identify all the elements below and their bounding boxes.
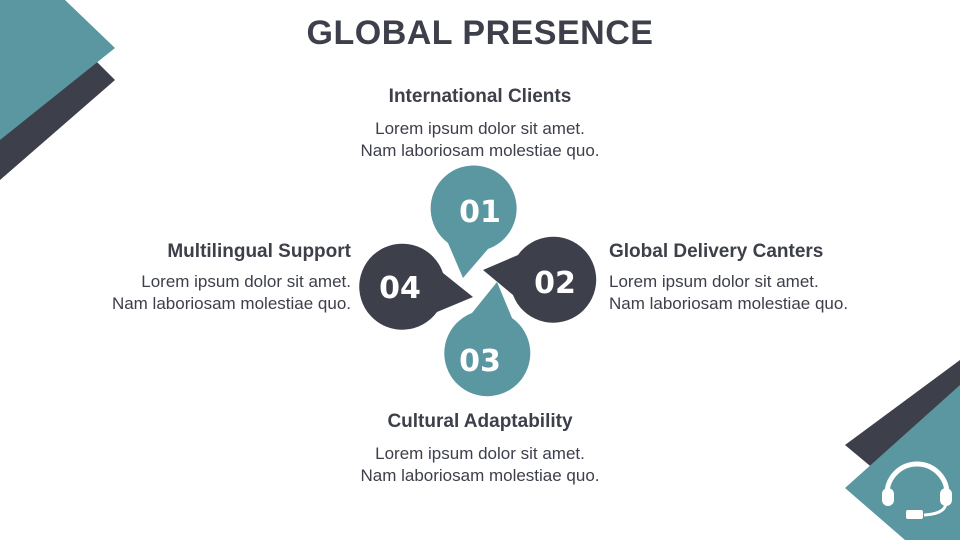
item-text-line-1: Lorem ipsum dolor sit amet. <box>375 444 585 463</box>
petal-04 <box>359 243 473 330</box>
petal-04-number: 04 <box>379 271 421 306</box>
top-left-teal-band <box>0 0 115 140</box>
item-heading: Global Delivery Canters <box>609 241 824 262</box>
item-text-line-1: Lorem ipsum dolor sit amet. <box>609 272 819 291</box>
item-cultural-adaptability: Cultural Adaptability Lorem ipsum dolor … <box>280 411 680 487</box>
item-text-line-2: Nam laboriosam molestiae quo. <box>609 294 849 313</box>
headset-icon <box>882 461 952 519</box>
petal-03 <box>444 282 531 397</box>
item-multilingual-support: Multilingual Support Lorem ipsum dolor s… <box>21 241 351 315</box>
petal-diagram: 01 02 03 04 <box>359 165 597 397</box>
petal-01-number: 01 <box>459 195 501 230</box>
bottom-right-dark-band <box>845 360 960 470</box>
petal-02 <box>483 236 597 323</box>
item-text-line-1: Lorem ipsum dolor sit amet. <box>141 272 351 291</box>
item-heading: International Clients <box>388 86 572 107</box>
item-text-line-2: Nam laboriosam molestiae quo. <box>360 141 600 160</box>
item-text-line-2: Nam laboriosam molestiae quo. <box>360 466 600 485</box>
bottom-right-teal-band <box>845 385 960 540</box>
item-global-delivery: Global Delivery Canters Lorem ipsum dolo… <box>609 241 939 315</box>
petal-02-number: 02 <box>534 266 576 301</box>
item-heading: Multilingual Support <box>167 241 351 262</box>
item-international-clients: International Clients Lorem ipsum dolor … <box>280 86 680 162</box>
item-text-line-2: Nam laboriosam molestiae quo. <box>111 294 351 313</box>
petal-03-number: 03 <box>459 344 501 379</box>
item-text-line-1: Lorem ipsum dolor sit amet. <box>375 119 585 138</box>
item-heading: Cultural Adaptability <box>387 411 573 432</box>
page-title: GLOBAL PRESENCE <box>306 14 654 52</box>
petal-01 <box>430 165 517 278</box>
